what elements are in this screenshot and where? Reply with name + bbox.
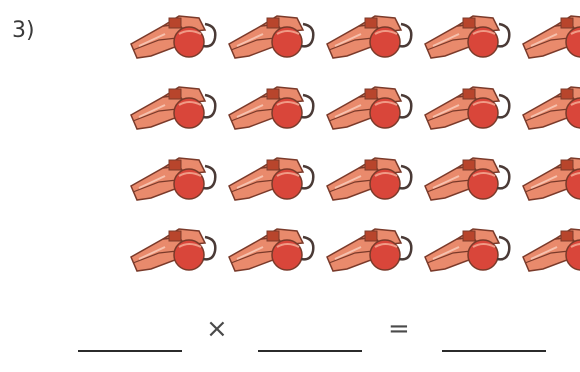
whistle-grid: [125, 8, 580, 278]
whistle-icon: [125, 152, 221, 208]
whistle-icon: [517, 152, 580, 208]
equals-symbol: =: [388, 314, 410, 344]
whistle-icon: [223, 152, 319, 208]
answer-blank-1[interactable]: [78, 350, 182, 352]
whistle-icon: [321, 10, 417, 66]
whistle-icon: [321, 152, 417, 208]
whistle-icon: [419, 152, 515, 208]
whistle-icon: [321, 81, 417, 137]
whistle-icon: [517, 10, 580, 66]
whistle-icon: [321, 223, 417, 278]
whistle-icon: [419, 223, 515, 278]
answer-blank-2[interactable]: [258, 350, 362, 352]
whistle-icon: [125, 223, 221, 278]
whistle-icon: [125, 10, 221, 66]
whistle-icon: [419, 10, 515, 66]
whistle-icon: [517, 223, 580, 278]
times-symbol: ×: [206, 314, 228, 344]
whistle-icon: [223, 223, 319, 278]
whistle-icon: [125, 81, 221, 137]
whistle-icon: [517, 81, 580, 137]
whistle-icon: [419, 81, 515, 137]
problem-number: 3): [12, 18, 35, 43]
whistle-icon: [223, 81, 319, 137]
answer-blank-3[interactable]: [442, 350, 546, 352]
whistle-icon: [223, 10, 319, 66]
